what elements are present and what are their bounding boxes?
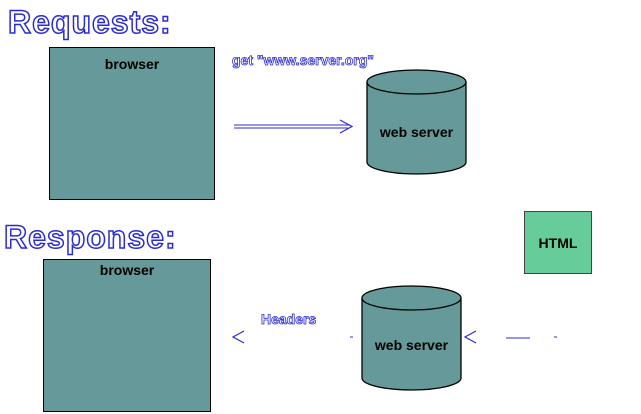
response-web-server-label: web server [374, 337, 449, 353]
get-request-text: get "www.server.org" [232, 52, 375, 69]
response-arrow-to-server [463, 330, 557, 344]
html-label: HTML [538, 235, 578, 251]
response-arrow-to-browser [231, 330, 353, 344]
request-browser-label: browser [104, 56, 160, 72]
request-web-server-cylinder: web server [366, 69, 467, 176]
request-arrow [234, 119, 354, 134]
request-browser-box: browser [49, 47, 215, 200]
response-heading: Response: [3, 219, 177, 255]
html-document-box: HTML [524, 211, 592, 274]
response-browser-label: browser [99, 262, 155, 278]
response-browser-box: browser [43, 259, 211, 412]
response-web-server-cylinder: web server [361, 285, 462, 392]
request-web-server-label: web server [379, 124, 454, 140]
requests-heading: Requests: [7, 4, 172, 40]
headers-text: Headers [261, 311, 317, 328]
